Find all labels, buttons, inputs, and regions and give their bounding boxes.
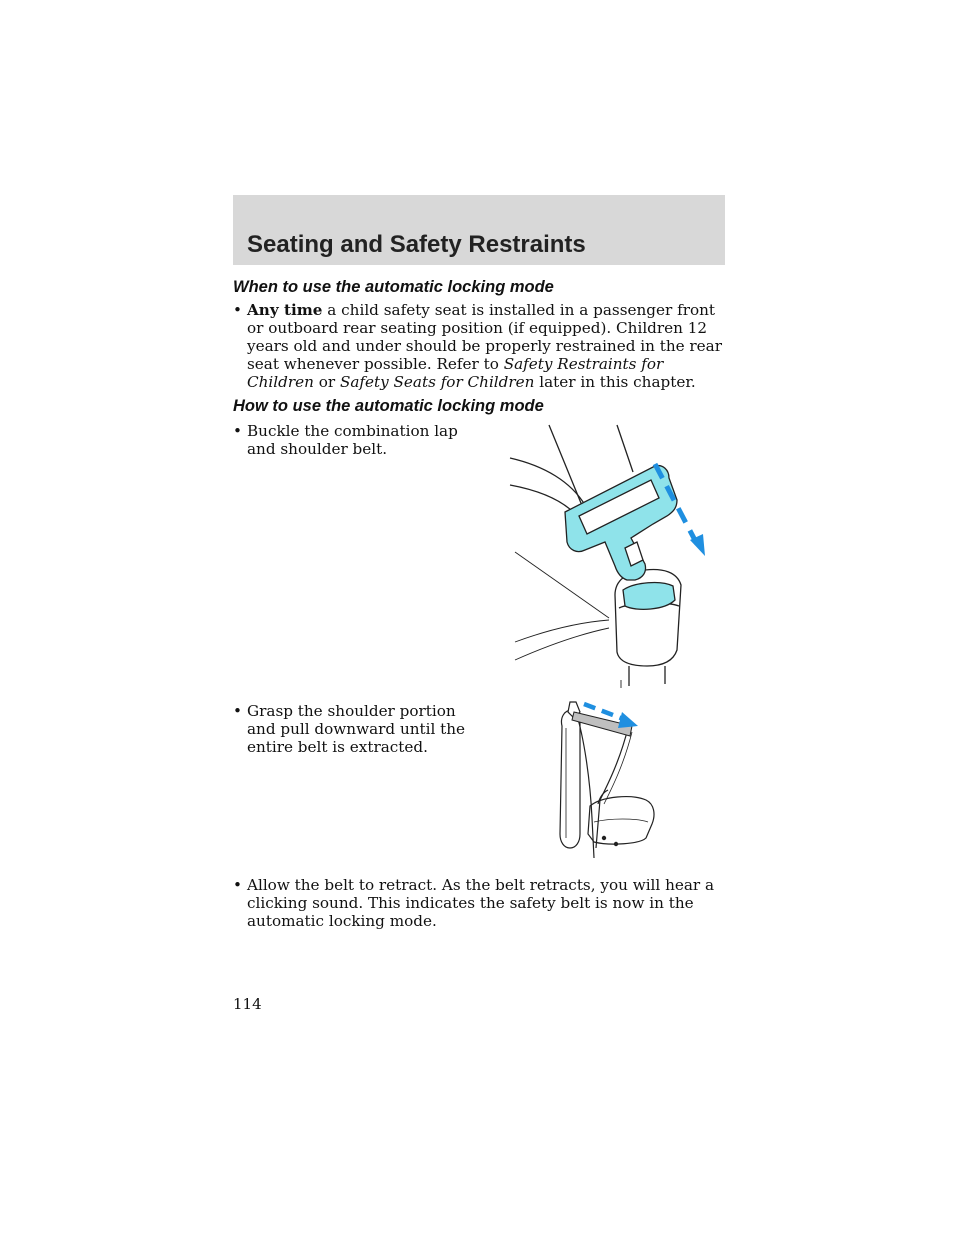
- bullet-glyph: •: [233, 876, 242, 894]
- bullet-glyph: •: [233, 702, 242, 720]
- section-title: Seating and Safety Restraints: [247, 231, 586, 258]
- bullet-lead: Any time: [247, 301, 323, 319]
- section-header-band: Seating and Safety Restraints: [233, 195, 725, 265]
- bullet-any-time: • Any time a child safety seat is instal…: [233, 301, 723, 391]
- arrow-down-icon: [652, 462, 705, 556]
- page-number: 114: [233, 995, 262, 1013]
- step-grasp-shoulder: • Grasp the shoulder portion and pull do…: [233, 702, 478, 756]
- bullet-glyph: •: [233, 301, 242, 319]
- seat-shoulder-belt-illustration: [559, 701, 655, 859]
- bullet-text-1: a child safety seat is installed in a pa…: [247, 301, 722, 373]
- bullet-text-3: later in this chapter.: [534, 373, 696, 391]
- seat-belt-buckle-illustration: [509, 424, 705, 688]
- bullet-text-2: or: [313, 373, 340, 391]
- step-text: Grasp the shoulder portion and pull down…: [247, 702, 466, 756]
- arrow-down-right-icon: [583, 701, 638, 728]
- heading-how-to-use: How to use the automatic locking mode: [233, 397, 544, 415]
- step-text: Allow the belt to retract. As the belt r…: [247, 876, 715, 930]
- heading-when-to-use: When to use the automatic locking mode: [233, 278, 554, 296]
- reference-safety-restraints-for-children: Safety Restraints for Children: [247, 355, 664, 391]
- reference-safety-seats-for-children: Safety Seats for Children: [339, 373, 535, 391]
- step-text: Buckle the combination lap and shoulder …: [247, 422, 458, 458]
- step-allow-retract: • Allow the belt to retract. As the belt…: [233, 876, 723, 930]
- bullet-glyph: •: [233, 422, 242, 440]
- step-buckle: • Buckle the combination lap and shoulde…: [233, 422, 478, 458]
